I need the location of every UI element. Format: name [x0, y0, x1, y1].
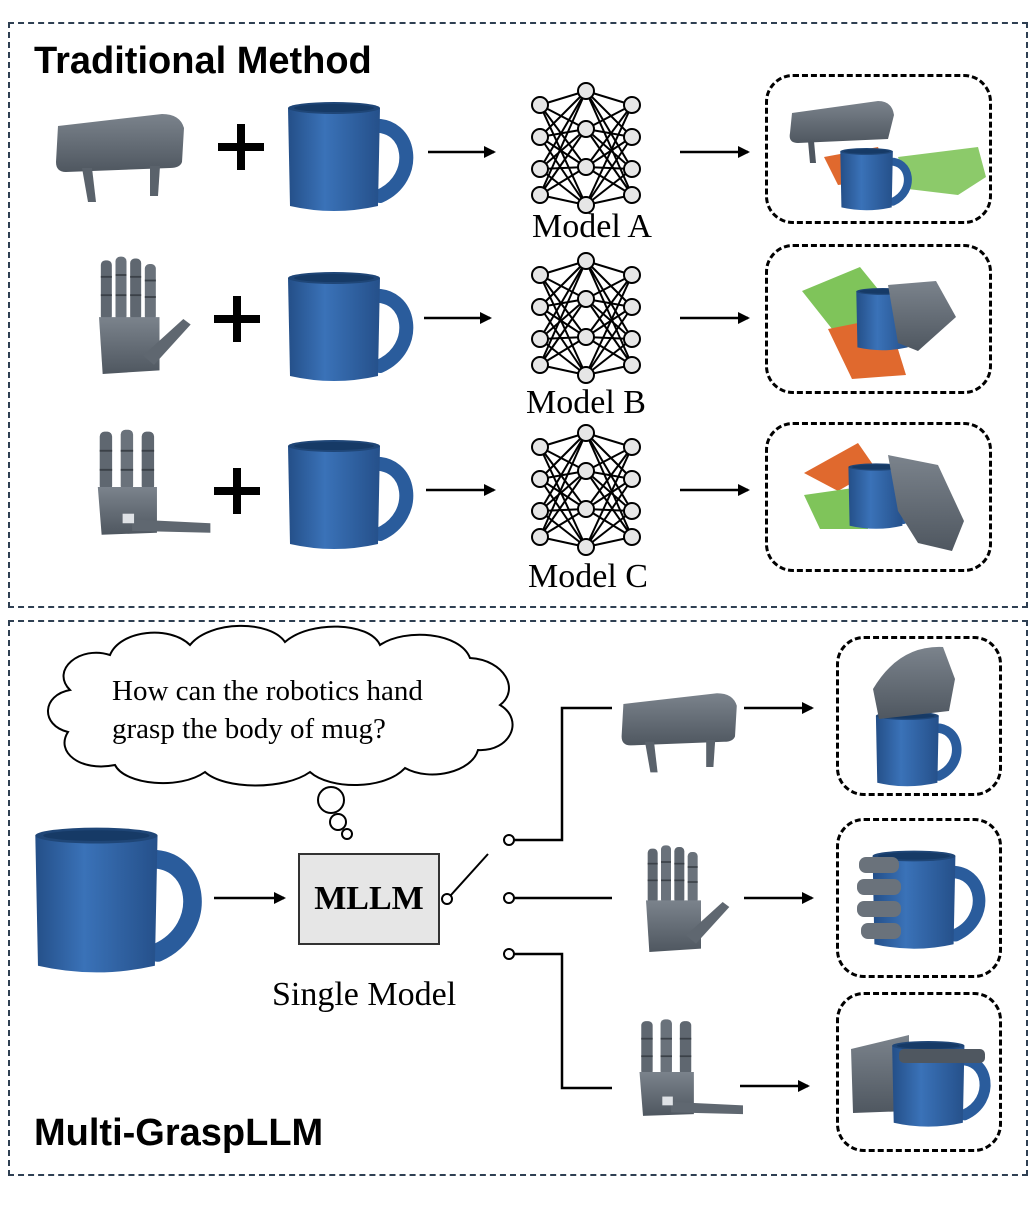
neural-network-icon [530, 82, 642, 214]
result-box-three-finger [836, 992, 1002, 1152]
single-model-label: Single Model [272, 976, 457, 1013]
result-box-model-b [765, 244, 992, 394]
neural-network-icon [530, 252, 642, 384]
gripper-icon [56, 114, 184, 202]
five-finger-hand-icon [98, 255, 192, 375]
result-box-model-c [765, 422, 992, 572]
model-a-label: Model A [532, 208, 652, 245]
result-box-five-finger [836, 818, 1002, 978]
gripper-icon [621, 693, 737, 773]
model-c-label: Model C [528, 558, 648, 595]
neural-network-icon [530, 424, 642, 556]
traditional-method-title: Traditional Method [34, 40, 372, 82]
result-box-gripper [836, 636, 1002, 796]
mug-icon [288, 272, 406, 381]
model-b-label: Model B [526, 384, 646, 421]
mug-icon [288, 102, 406, 211]
mug-icon [35, 828, 192, 973]
question-text: How can the robotics hand grasp the body… [112, 675, 423, 745]
selector-switch [441, 834, 515, 960]
grasp-result-image [857, 821, 1002, 978]
mllm-box: MLLM [298, 853, 440, 945]
multi-graspllm-panel [8, 620, 1028, 1176]
plus-icon [214, 296, 260, 342]
grasp-result-image [789, 101, 986, 224]
plus-icon [218, 124, 264, 170]
mug-icon [288, 440, 406, 549]
grasp-result-image [851, 1035, 1002, 1152]
mllm-label: MLLM [314, 880, 424, 917]
branch-lines [514, 706, 612, 1090]
three-finger-hand-icon [96, 428, 212, 536]
grasp-result-image [839, 646, 1002, 796]
traditional-method-panel [8, 22, 1028, 608]
grasp-result-image [802, 267, 956, 379]
five-finger-hand-icon [645, 844, 731, 953]
result-box-model-a [765, 74, 992, 224]
thought-cloud [47, 624, 514, 840]
grasp-result-image [804, 443, 964, 551]
three-finger-hand-icon [638, 1018, 744, 1117]
multi-graspllm-title: Multi-GraspLLM [34, 1112, 324, 1154]
plus-icon [214, 468, 260, 514]
